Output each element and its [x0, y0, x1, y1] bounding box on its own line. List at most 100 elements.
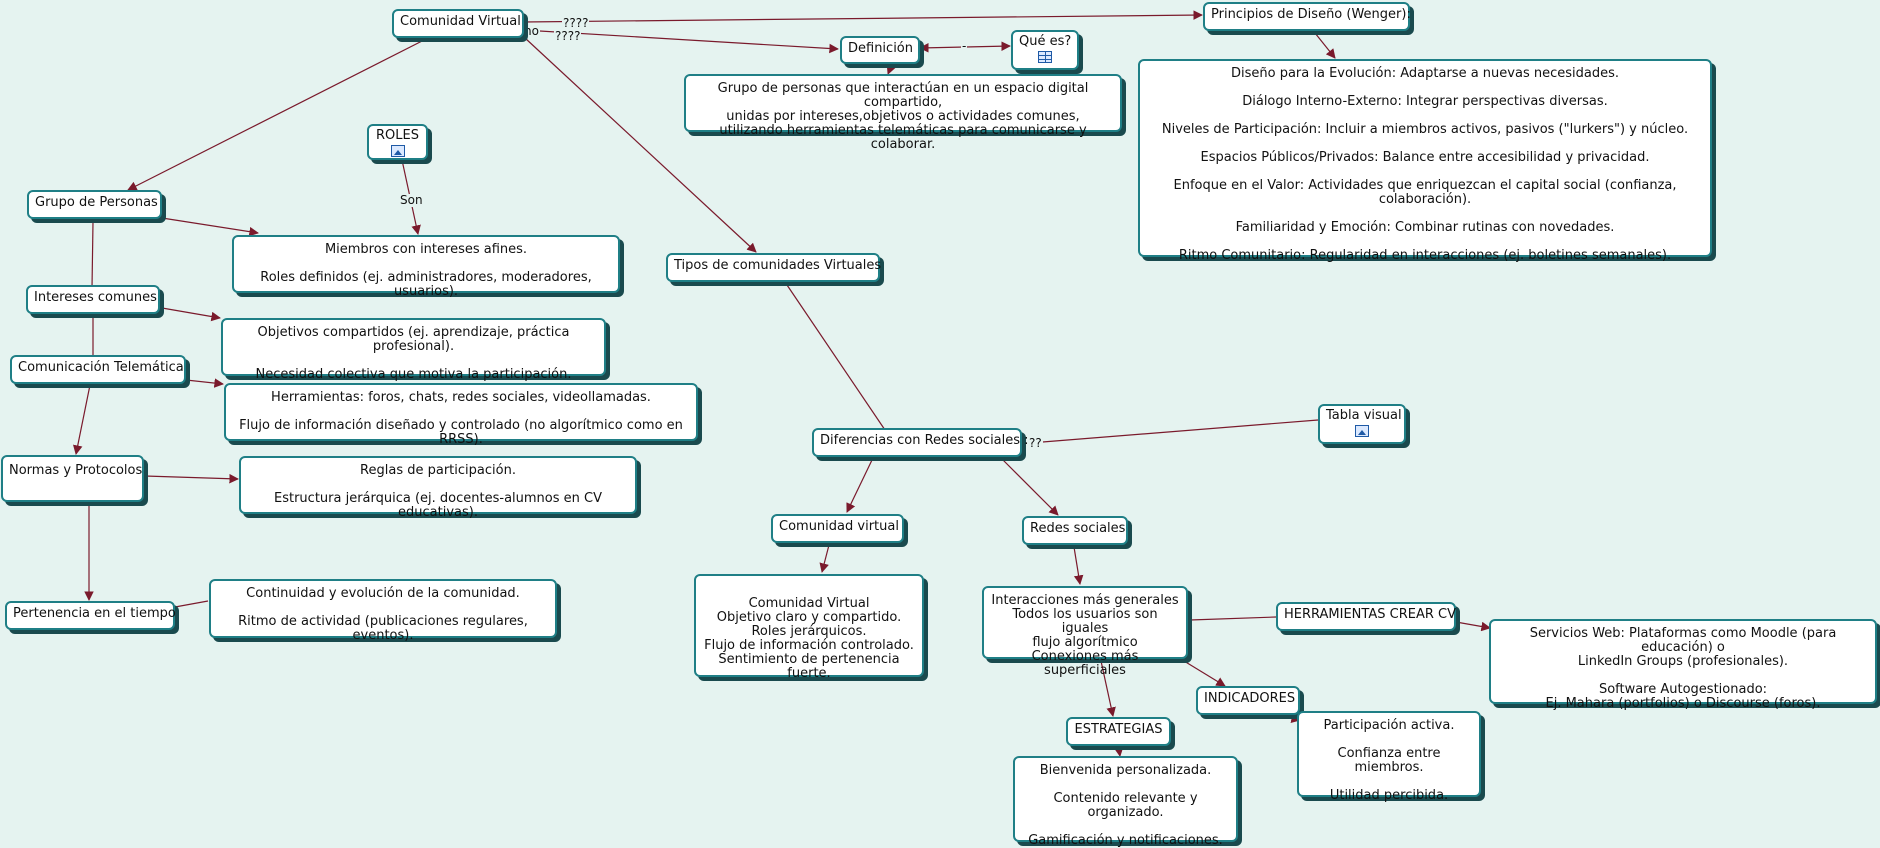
link-grupo-miembros: [161, 217, 259, 237]
text-line: Comunidad Virtual: [748, 596, 870, 611]
image-icon[interactable]: [390, 145, 405, 157]
link-herramientas-servicios: [1455, 621, 1491, 632]
node-rs-detalle: Interacciones más generales Todos los us…: [982, 586, 1188, 678]
link-normas-reglas: [144, 473, 239, 484]
text-line: Herramientas: foros, chats, redes social…: [271, 390, 651, 405]
text-line: Roles jerárquicos.: [751, 624, 867, 639]
text-line: utilizando herramientas telemáticas para…: [719, 123, 1087, 152]
link-rs-indicadores: [1183, 660, 1226, 687]
text-line: Familiaridad y Emoción: Combinar rutinas…: [1235, 220, 1615, 235]
node-definicion[interactable]: Definición: [840, 36, 920, 64]
link-grupo-intereses: [91, 221, 94, 289]
node-herramientas-crear[interactable]: HERRAMIENTAS CREAR CV: [1276, 602, 1456, 631]
text-line: Diseño para la Evolución: Adaptarse a nu…: [1231, 66, 1619, 81]
text-line: LinkedIn Groups (profesionales).: [1577, 654, 1789, 669]
text-line: flujo algorítmico: [1032, 635, 1138, 650]
text-line: Servicios Web: Plataformas como Moodle (…: [1529, 626, 1837, 655]
node-objetivos: Objetivos compartidos (ej. aprendizaje, …: [221, 318, 606, 382]
text-line: Software Autogestionado:: [1598, 682, 1768, 697]
node-label: Definición: [848, 41, 913, 56]
node-grupo-personas[interactable]: Grupo de Personas: [27, 190, 162, 219]
text-line: Objetivo claro y compartido.: [716, 610, 902, 625]
node-tabla-visual[interactable]: Tabla visual: [1318, 404, 1406, 444]
text-line: Utilidad percibida.: [1329, 788, 1449, 803]
node-intereses-comunes[interactable]: Intereses comunes: [26, 285, 160, 314]
node-normas-protocolos[interactable]: Normas y Protocolos: [1, 455, 144, 502]
node-indicadores[interactable]: INDICADORES: [1196, 686, 1300, 715]
text-line: Sentimiento de pertenencia fuerte.: [718, 652, 900, 681]
link-label-cv-definicion: ????: [554, 29, 582, 43]
node-que-es[interactable]: Qué es?: [1011, 30, 1079, 70]
link-principios-texto: [1314, 32, 1336, 59]
node-label: Comunidad Virtual: [400, 14, 521, 29]
link-rs-detalle: [1073, 546, 1084, 585]
node-estrategias-texto: Bienvenida personalizada. Contenido rele…: [1013, 756, 1238, 848]
node-label: Diferencias con Redes sociales :: [820, 433, 1029, 448]
node-servicios: Servicios Web: Plataformas como Moodle (…: [1489, 619, 1877, 711]
text-line: Ej. Mahara (portfolios) o Discourse (for…: [1545, 696, 1821, 711]
text-line: Grupo de personas que interactúan en un …: [717, 81, 1089, 110]
node-diferencias-redes[interactable]: Diferencias con Redes sociales :: [812, 428, 1029, 457]
node-label: Comunidad virtual: [779, 519, 899, 534]
text-line: Necesidad colectiva que motiva la partic…: [255, 367, 572, 382]
node-label: INDICADORES: [1204, 691, 1296, 706]
link-rs-herramientas: [1189, 616, 1277, 621]
text-line: Flujo de información diseñado y controla…: [239, 418, 683, 447]
link-label-definicion-quees: -: [961, 39, 968, 53]
node-definicion-texto: Grupo de personas que interactúan en un …: [684, 74, 1122, 152]
node-comunidad-virtual-tipo[interactable]: Comunidad virtual: [771, 514, 904, 543]
node-tipos-comunidades[interactable]: Tipos de comunidades Virtuales: [666, 253, 882, 282]
node-cv-detalle: Comunidad Virtual Objetivo claro y compa…: [694, 574, 924, 681]
node-herramientas-info: Herramientas: foros, chats, redes social…: [224, 383, 698, 447]
node-principios-diseno[interactable]: Principios de Diseño (Wenger):: [1203, 2, 1411, 31]
text-line: Bienvenida personalizada.: [1039, 763, 1212, 778]
node-label: ESTRATEGIAS: [1074, 722, 1163, 737]
node-label: Intereses comunes: [34, 290, 157, 305]
node-comunidad-virtual[interactable]: Comunidad Virtual: [392, 9, 524, 38]
link-cv-tipos: [524, 37, 757, 253]
table-icon[interactable]: [1038, 51, 1052, 63]
text-line: Participación activa.: [1323, 718, 1455, 733]
text-line: Miembros con intereses afines.: [324, 242, 528, 257]
text-line: Objetivos compartidos (ej. aprendizaje, …: [257, 325, 570, 354]
text-line: Niveles de Participación: Incluir a miem…: [1161, 122, 1689, 137]
text-line: unidas por intereses,objetivos o activid…: [726, 109, 1080, 124]
link-label-cv-definicion-prefix: no: [523, 24, 540, 38]
text-line: Diálogo Interno-Externo: Integrar perspe…: [1242, 94, 1608, 109]
link-tipos-diferencias: [786, 284, 886, 431]
node-miembros: Miembros con intereses afines. Roles def…: [232, 235, 620, 299]
link-cv-principios: [522, 10, 1203, 23]
node-label: Redes sociales: [1030, 521, 1126, 536]
text-line: Todos los usuarios son iguales: [1012, 607, 1158, 636]
text-line: Ritmo de actividad (publicaciones regula…: [238, 614, 528, 643]
text-line: Interacciones más generales: [991, 593, 1179, 608]
text-line: Roles definidos (ej. administradores, mo…: [260, 270, 592, 299]
link-rs-estrategias: [1100, 660, 1116, 717]
link-diferencias-cv: [846, 459, 873, 513]
node-label: Tabla visual: [1326, 408, 1402, 423]
node-label: Tipos de comunidades Virtuales: [674, 258, 882, 273]
node-indicadores-texto: Participación activa. Confianza entre mi…: [1297, 711, 1481, 803]
node-estrategias[interactable]: ESTRATEGIAS: [1066, 717, 1171, 746]
node-label: HERRAMIENTAS CREAR CV: [1284, 607, 1456, 622]
link-pertenencia-continuidad: [174, 600, 209, 608]
node-reglas: Reglas de participación. Estructura jerá…: [239, 456, 637, 520]
node-label: Normas y Protocolos: [9, 463, 143, 478]
link-comunicacion-herramientas: [185, 378, 224, 388]
node-pertenencia[interactable]: Pertenencia en el tiempo: [5, 601, 176, 630]
node-continuidad: Continuidad y evolución de la comunidad.…: [209, 579, 557, 643]
text-line: Flujo de información controlado.: [704, 638, 914, 653]
node-label: Comunicación Telemática: [18, 360, 184, 375]
node-label: ROLES: [376, 128, 419, 143]
node-label: Qué es?: [1019, 34, 1072, 49]
link-cv-detalle: [819, 544, 830, 573]
node-roles[interactable]: ROLES: [367, 124, 428, 160]
text-line: Ritmo Comunitario: Regularidad en intera…: [1178, 248, 1672, 263]
link-label-cv-principios: ????: [562, 16, 590, 30]
text-line: Reglas de participación.: [360, 463, 516, 478]
node-comunicacion-telematica[interactable]: Comunicación Telemática: [10, 355, 186, 384]
node-redes-sociales[interactable]: Redes sociales: [1022, 516, 1128, 545]
text-line: Contenido relevante y organizado.: [1053, 791, 1198, 820]
image-icon[interactable]: [1355, 425, 1369, 437]
node-label: Principios de Diseño (Wenger):: [1211, 7, 1411, 22]
